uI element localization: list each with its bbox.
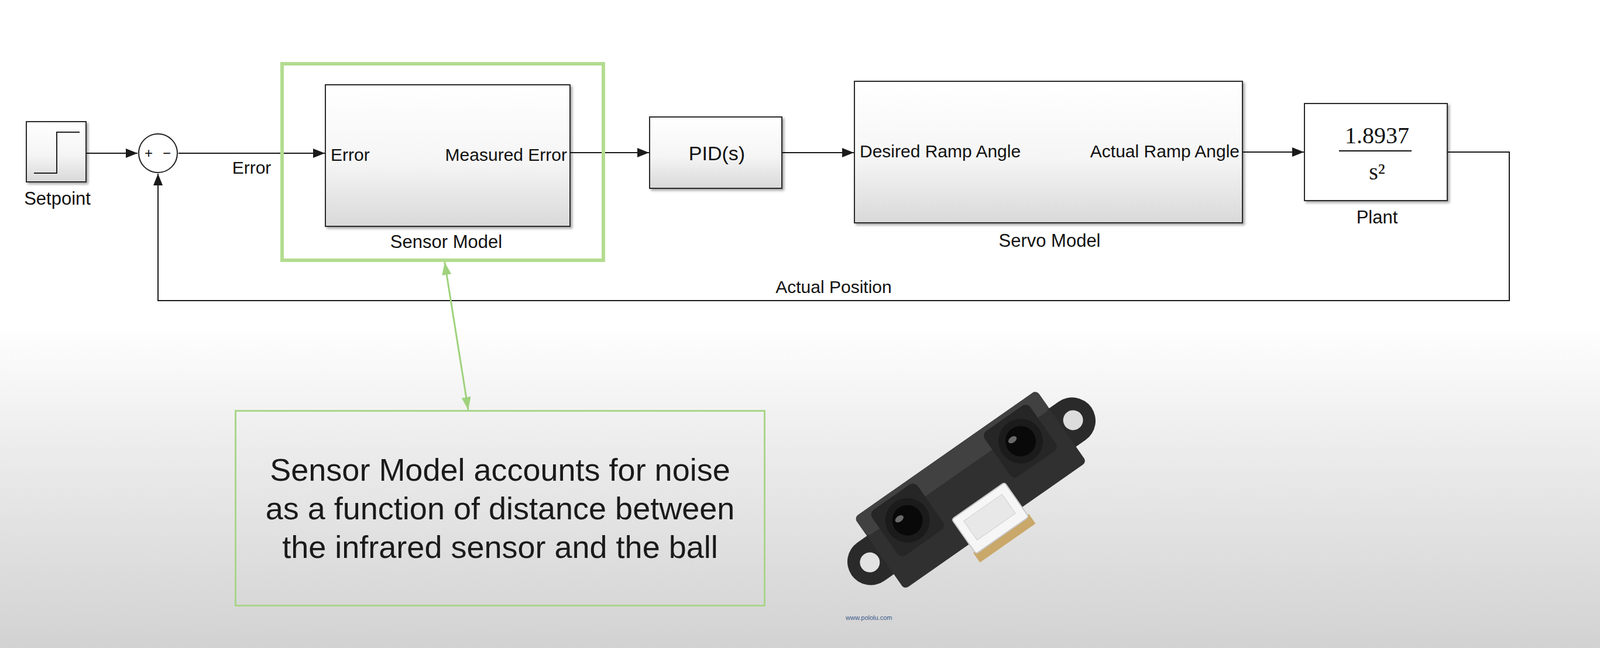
subsystem-block: Error Measured Error [324, 84, 571, 228]
block-name: Plant [1356, 207, 1399, 229]
signal-label: Actual Position [775, 277, 892, 298]
numerator: 1.8937 [1344, 122, 1410, 150]
signal-line [178, 152, 325, 154]
sign-label: + [144, 145, 153, 162]
sum-circle [137, 132, 179, 174]
callout-box: Sensor Model accounts for noise as a fun… [234, 410, 766, 607]
source-block: Setpoint [25, 121, 87, 183]
watermark: www.pololu.com [845, 614, 892, 623]
block-name: Sensor Model [390, 231, 503, 253]
pid-block: PID(s) [649, 116, 783, 190]
signal-line [782, 152, 854, 154]
block-name: Servo Model [998, 230, 1101, 252]
signal-line [570, 152, 650, 154]
transfer-fcn-block: 1.8937s²Plant [1303, 102, 1448, 202]
port-label: Error [330, 145, 370, 166]
ir-sensor-drawing [825, 370, 1128, 628]
port-label: Measured Error [445, 145, 568, 166]
subsystem-block: Desired Ramp AngleActual Ramp AngleServo… [853, 80, 1244, 224]
highlight-box: Error Measured ErrorSensor Model [280, 62, 606, 263]
signal-line [86, 152, 138, 154]
port-label: Desired Ramp Angle [859, 141, 1021, 163]
block-name: Setpoint [23, 188, 91, 210]
port-label: Actual Ramp Angle [1090, 141, 1240, 163]
block-text: PID(s) [688, 142, 745, 166]
sign-label: − [162, 145, 171, 162]
signal-label: Error [232, 158, 272, 179]
fraction-bar [1338, 150, 1412, 152]
step-icon [33, 132, 80, 174]
signal-line [1243, 151, 1304, 153]
sum-junction: +− [137, 132, 179, 174]
sum-outline [138, 134, 178, 173]
callout-text: Sensor Model accounts for noise as a fun… [254, 450, 747, 567]
denominator: s² [1368, 158, 1386, 186]
callout-arrow [444, 262, 469, 411]
